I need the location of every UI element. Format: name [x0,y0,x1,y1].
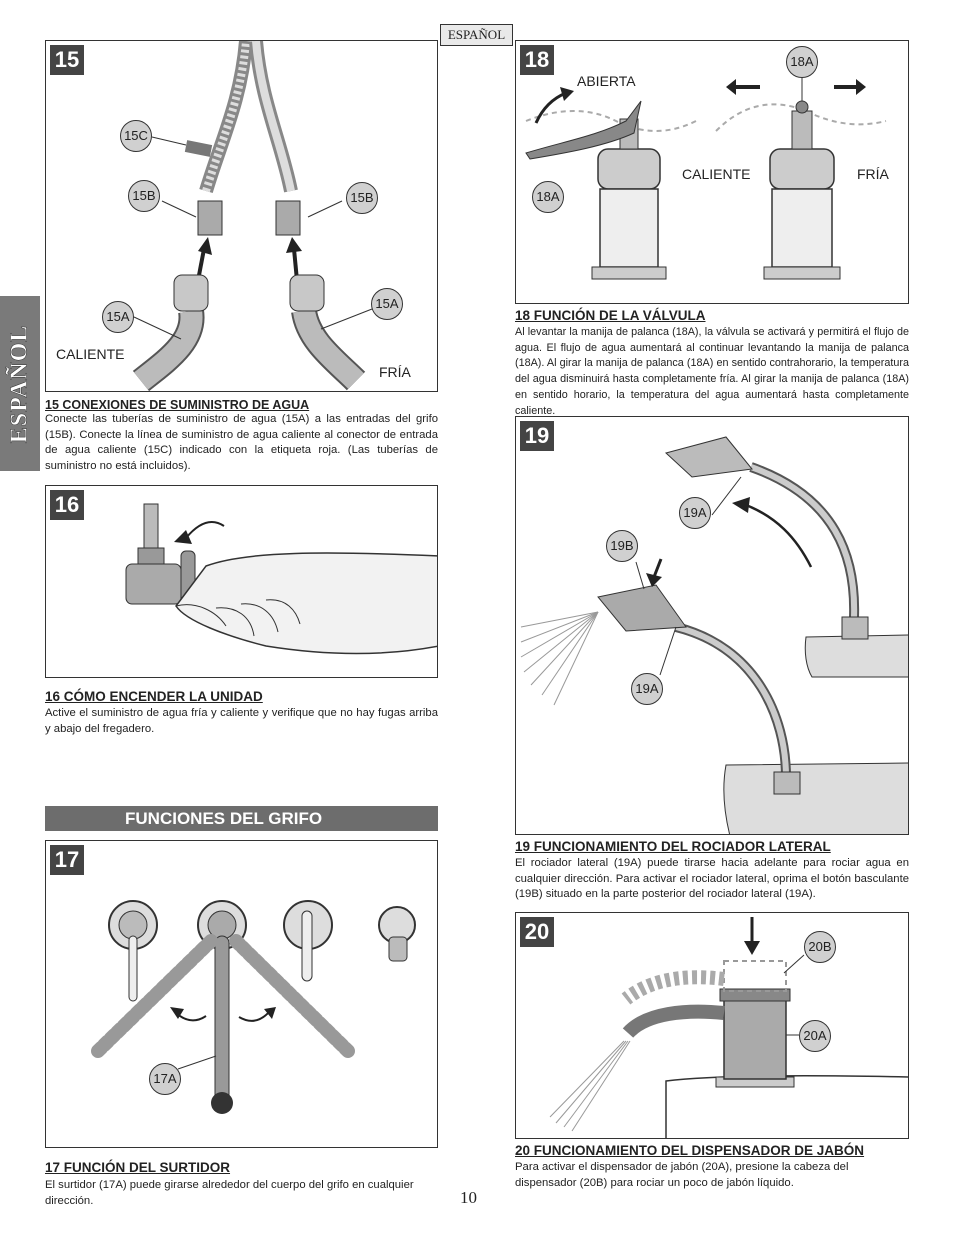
step-19-body: El rociador lateral (19A) puede tirarse … [515,857,909,901]
step-16-title: 16 CÓMO ENCENDER LA UNIDAD [45,689,263,704]
step-18-title: 18 FUNCIÓN DE LA VÁLVULA [515,308,706,323]
step-19-title: 19 FUNCIONAMIENTO DEL ROCIADOR LATERAL [515,839,831,854]
page-number: 10 [460,1188,477,1207]
step-18-body: Al levantar la manija de palanca (18A), … [515,326,909,417]
step-17-title: 17 FUNCIÓN DEL SURTIDOR [45,1160,231,1175]
side-sprayer-drawing [520,436,908,834]
step-number: 19 [520,421,554,451]
step-20-body: Para activar el dispensador de jabón (20… [515,1161,849,1189]
step-number: 15 [50,45,84,75]
step-17-illustration: 17 17A [45,840,438,1148]
soap-dispenser-drawing [549,917,908,1138]
callout-19a-top: 19A [679,497,711,529]
hot-label: CALIENTE [682,166,751,182]
lever-valve-drawing [525,75,887,280]
side-language-tab: ESPAÑOL [0,296,40,471]
section-band-title: FUNCIONES DEL GRIFO [45,806,438,831]
step-19-illustration: 19 19A 19B 19A [515,416,909,835]
callout-20b: 20B [804,931,836,963]
step-15-illustration: 15 15C 15B 15B 15A 15A CALIENTE FRÍA [45,40,438,392]
callout-15b-left: 15B [128,180,160,212]
callout-15a-right: 15A [371,288,403,320]
callout-18a-left: 18A [532,181,564,213]
step-16-body: Active el suministro de agua fría y cali… [45,707,438,735]
step-15-title: 15 CONEXIONES DE SUMINISTRO DE AGUA [45,398,310,412]
callout-17a: 17A [149,1063,181,1095]
callout-15b-right: 15B [346,182,378,214]
language-tag: ESPAÑOL [440,24,513,46]
callout-20a: 20A [799,1020,831,1052]
callout-19a-bottom: 19A [631,673,663,705]
valve-hand-drawing [125,503,437,655]
step-number: 20 [520,917,554,947]
supply-lines-drawing [132,41,373,391]
callout-15c: 15C [120,120,152,152]
step-15-body: Conecte las tuberías de suministro de ag… [45,413,438,473]
step-number: 18 [520,45,554,75]
cold-label: FRÍA [379,364,411,380]
side-tab-label: ESPAÑOL [6,324,33,443]
step-20-title: 20 FUNCIONAMIENTO DEL DISPENSADOR DE JAB… [515,1143,865,1158]
cold-label: FRÍA [857,166,889,182]
step-16-illustration: 16 [45,485,438,678]
step-number: 16 [50,490,84,520]
hot-label: CALIENTE [56,346,125,362]
step-20-illustration: 20 20B 20A [515,912,909,1139]
callout-19b: 19B [606,530,638,562]
spout-swivel-drawing [91,900,416,1114]
open-label: ABIERTA [577,73,636,89]
step-17-body: El surtidor (17A) puede girarse alrededo… [45,1179,414,1207]
callout-15a-left: 15A [102,301,134,333]
step-18-illustration: 18 18A 18A ABIERTA CALIENTE FRÍA [515,40,909,304]
step-number: 17 [50,845,84,875]
callout-18a-top: 18A [786,46,818,78]
